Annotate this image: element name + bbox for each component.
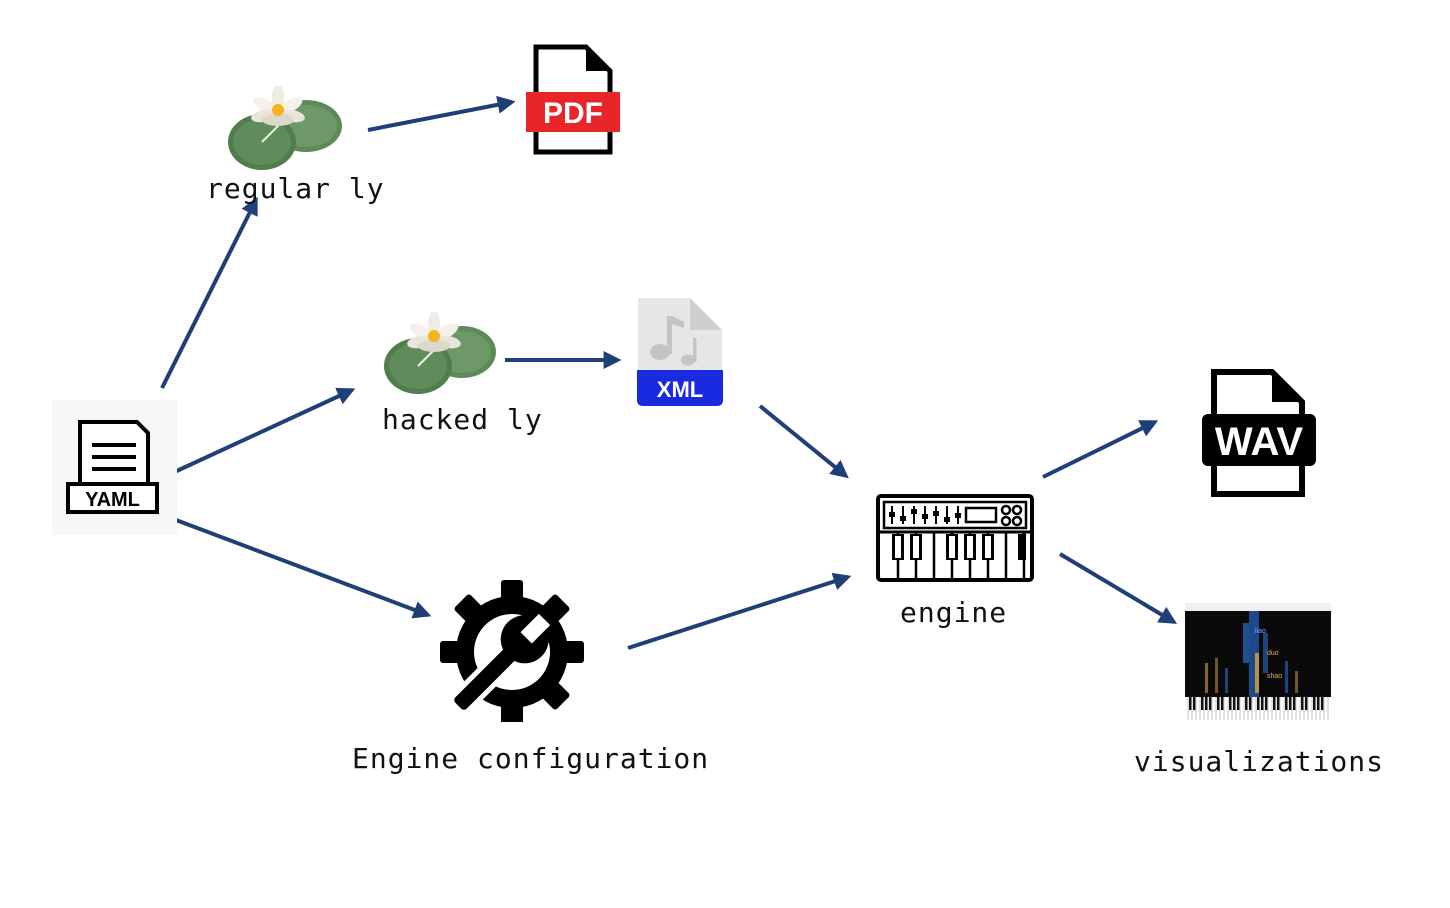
vis-black-key bbox=[1285, 697, 1288, 710]
vis-black-key bbox=[1217, 697, 1220, 710]
vis-black-key bbox=[1193, 697, 1196, 710]
pdf-file-icon: PDF bbox=[524, 44, 624, 156]
arrow-regular-ly-to-pdf bbox=[367, 95, 516, 132]
vis-word-2: duo bbox=[1267, 650, 1279, 657]
vis-black-key bbox=[1189, 697, 1192, 710]
xml-icon-text: XML bbox=[657, 377, 703, 402]
engine-synthesizer-icon bbox=[876, 494, 1034, 582]
vis-black-key bbox=[1289, 697, 1292, 710]
xml-file-icon: XML bbox=[632, 296, 728, 410]
arrow-engine-to-visualizations bbox=[1058, 552, 1178, 624]
vis-black-key bbox=[1209, 697, 1212, 710]
wav-icon-text: WAV bbox=[1215, 420, 1303, 464]
vis-black-key bbox=[1317, 697, 1320, 710]
vis-black-key bbox=[1293, 697, 1296, 710]
vis-black-key bbox=[1229, 697, 1232, 710]
regular-ly-label: regular ly bbox=[206, 172, 385, 205]
engine-configuration-label: Engine configuration bbox=[352, 742, 710, 775]
vis-piano-keys bbox=[1187, 697, 1329, 720]
visualizations-label: visualizations bbox=[1134, 745, 1385, 778]
arrow-yaml-to-hacked-ly bbox=[167, 387, 356, 477]
vis-black-key bbox=[1257, 697, 1260, 710]
arrow-xml-to-engine bbox=[758, 404, 849, 479]
pdf-icon-text: PDF bbox=[543, 97, 603, 130]
vis-black-key bbox=[1201, 697, 1204, 710]
arrow-config-to-engine bbox=[627, 572, 852, 650]
vis-black-key bbox=[1233, 697, 1236, 710]
visualizations-screenshot: liao duo shao bbox=[1185, 603, 1331, 720]
arrow-yaml-to-regular-ly bbox=[160, 196, 258, 389]
hacked-ly-label: hacked ly bbox=[382, 403, 543, 436]
vis-word-1: liao bbox=[1255, 628, 1266, 635]
vis-black-key bbox=[1321, 697, 1324, 710]
vis-black-key bbox=[1261, 697, 1264, 710]
vis-black-key bbox=[1273, 697, 1276, 710]
hacked-ly-lily-icon bbox=[382, 310, 500, 398]
vis-black-key bbox=[1245, 697, 1248, 710]
regular-ly-lily-icon bbox=[226, 84, 344, 174]
vis-word-3: shao bbox=[1267, 673, 1282, 680]
engine-configuration-icon bbox=[440, 576, 590, 724]
wav-file-icon: WAV bbox=[1198, 368, 1320, 500]
arrow-engine-to-wav bbox=[1042, 420, 1159, 479]
vis-black-key bbox=[1265, 697, 1268, 710]
yaml-icon-text: YAML bbox=[85, 489, 140, 511]
arrow-yaml-to-config bbox=[167, 515, 432, 619]
vis-black-key bbox=[1305, 697, 1308, 710]
vis-black-key bbox=[1301, 697, 1304, 710]
vis-black-key bbox=[1205, 697, 1208, 710]
engine-label: engine bbox=[900, 596, 1008, 629]
vis-black-key bbox=[1277, 697, 1280, 710]
vis-black-key bbox=[1237, 697, 1240, 710]
yaml-file-icon: YAML bbox=[52, 400, 177, 535]
vis-black-key bbox=[1249, 697, 1252, 710]
vis-black-key bbox=[1221, 697, 1224, 710]
vis-black-key bbox=[1313, 697, 1316, 710]
